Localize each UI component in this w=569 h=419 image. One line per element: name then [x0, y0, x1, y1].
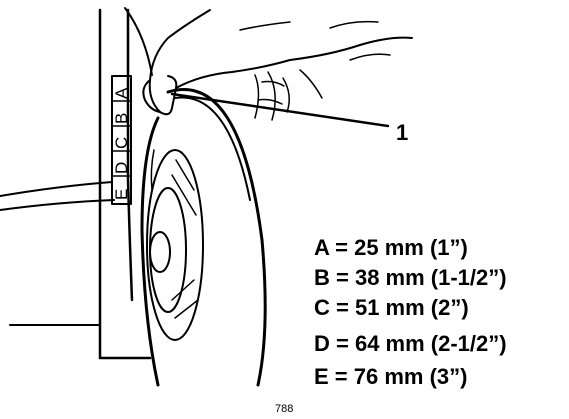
gauge-letter-d: D [112, 162, 131, 174]
callout-leader-line [170, 92, 390, 128]
spec-b: B = 38 mm (1-1/2”) [314, 265, 507, 290]
gauge-letter-e: E [112, 189, 131, 200]
spec-c: C = 51 mm (2”) [314, 295, 469, 320]
gauge-letter-b: B [112, 113, 131, 124]
hand-illustration [142, 9, 413, 121]
spec-a: A = 25 mm (1”) [314, 235, 468, 260]
gauge-letter-c: C [112, 137, 131, 149]
spec-d: D = 64 mm (2-1/2”) [314, 331, 507, 356]
fender-panel [0, 7, 153, 360]
gauge-letter-a: A [112, 87, 131, 99]
measuring-gauge: E D C B A [111, 75, 132, 205]
spec-e: E = 76 mm (3”) [314, 364, 468, 389]
figure-number: 788 [275, 403, 294, 415]
callout-number: 1 [396, 120, 409, 145]
wheel-hub [146, 149, 204, 341]
tire [140, 88, 267, 387]
